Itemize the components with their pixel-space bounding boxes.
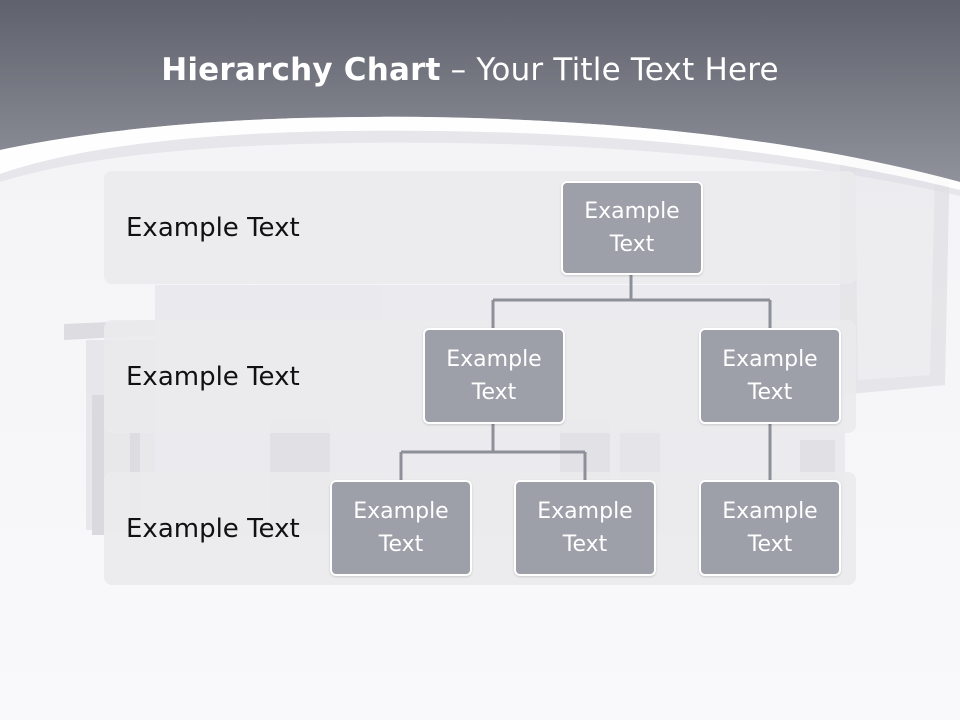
node-level3-left-b[interactable]: Example Text <box>514 480 656 576</box>
title-bold: Hierarchy Chart <box>161 52 441 88</box>
band-label: Example Text <box>126 361 300 392</box>
node-root[interactable]: Example Text <box>561 181 703 275</box>
level-band-1: Example Text <box>104 171 856 284</box>
node-level2-left[interactable]: Example Text <box>423 328 565 424</box>
slide-title: Hierarchy Chart – Your Title Text Here <box>0 52 940 88</box>
node-label: Example Text <box>722 347 818 405</box>
node-label: Example Text <box>353 499 449 557</box>
band-label: Example Text <box>126 513 300 544</box>
node-label: Example Text <box>722 499 818 557</box>
node-level2-right[interactable]: Example Text <box>699 328 841 424</box>
node-label: Example Text <box>446 347 542 405</box>
title-rest: – Your Title Text Here <box>440 52 779 88</box>
node-level3-right[interactable]: Example Text <box>699 480 841 576</box>
node-label: Example Text <box>584 199 680 257</box>
node-level3-left-a[interactable]: Example Text <box>330 480 472 576</box>
node-label: Example Text <box>537 499 633 557</box>
band-label: Example Text <box>126 212 300 243</box>
